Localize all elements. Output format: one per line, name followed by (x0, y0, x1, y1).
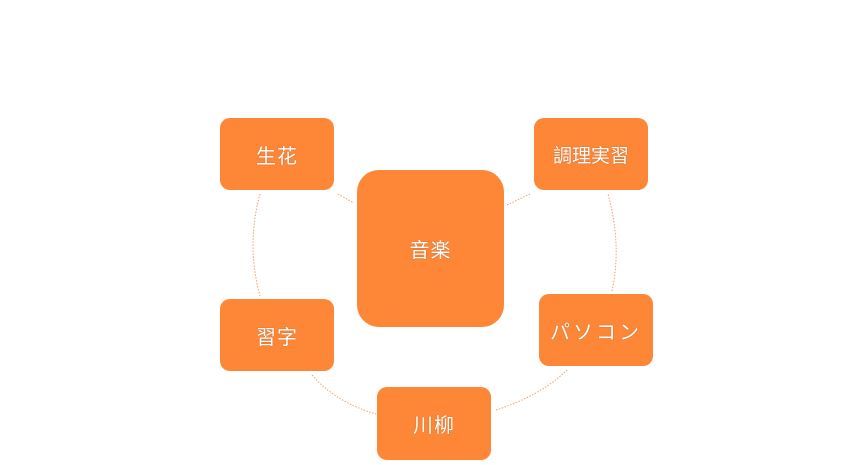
center-node-label: 音楽 (409, 238, 452, 262)
center-node-music: 音楽 (357, 170, 504, 327)
connector-pc-cooking (607, 193, 617, 292)
node-computer: パソコン (539, 294, 653, 366)
node-label: 調理実習 (552, 144, 629, 167)
node-label: パソコン (550, 319, 642, 344)
node-calligraphy: 習字 (220, 299, 334, 371)
node-label: 川柳 (413, 413, 455, 437)
connector-ikebana-shuji (252, 193, 261, 297)
node-cooking-practice: 調理実習 (534, 118, 648, 190)
connector-ikebana-center (337, 193, 355, 204)
node-senryu: 川柳 (377, 387, 491, 460)
node-label: 習字 (256, 324, 298, 349)
node-label: 生花 (256, 143, 298, 168)
connector-senryu-pc (495, 369, 568, 411)
connector-shuji-senryu (311, 374, 377, 415)
connector-cooking-center (506, 193, 531, 206)
node-ikebana: 生花 (220, 118, 334, 190)
